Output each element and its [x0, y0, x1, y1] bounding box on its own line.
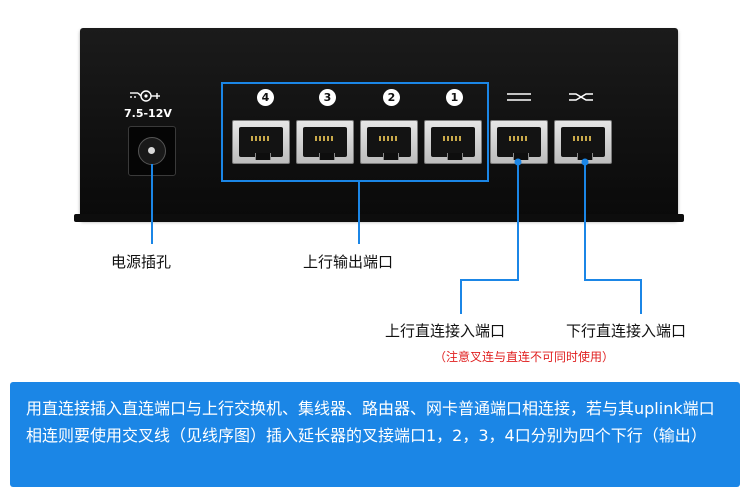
rj45-port-1	[424, 120, 482, 164]
output-ports-highlight	[221, 82, 489, 182]
output-ports-label: 上行输出端口	[303, 253, 394, 271]
uplink-callout-dot	[514, 158, 522, 166]
downlink-callout-line	[584, 162, 642, 314]
downlink-callout-dot	[581, 158, 589, 166]
dc-power-polarity-icon	[130, 90, 160, 102]
callout-lines	[151, 158, 642, 314]
power-rating-label: 7.5-12V	[124, 107, 172, 120]
downlink-note: （注意叉连与直连不可同时使用）	[434, 350, 615, 364]
port-number-4: 4	[257, 89, 274, 106]
crossover-icon	[569, 93, 593, 101]
downlink-straight-label: 下行直连接入端口	[566, 322, 687, 340]
rj45-port-2	[360, 120, 418, 164]
instruction-text: 用直连接插入直连端口与上行交换机、集线器、路由器、网卡普通端口相连接，若与其up…	[26, 399, 715, 445]
power-jack-label: 电源插孔	[111, 253, 172, 271]
straight-through-icon	[507, 93, 531, 101]
port-number-3: 3	[319, 89, 336, 106]
rj45-port-uplink-straight	[490, 120, 548, 164]
rj45-port-4	[232, 120, 290, 164]
uplink-callout-line	[460, 162, 519, 314]
instruction-box: 用直连接插入直连端口与上行交换机、集线器、路由器、网卡普通端口相连接，若与其up…	[10, 382, 740, 487]
power-jack	[128, 126, 176, 176]
port-number-1: 1	[446, 89, 463, 106]
uplink-straight-label: 上行直连接入端口	[385, 322, 506, 340]
port-number-2: 2	[383, 89, 400, 106]
rj45-port-3	[296, 120, 354, 164]
